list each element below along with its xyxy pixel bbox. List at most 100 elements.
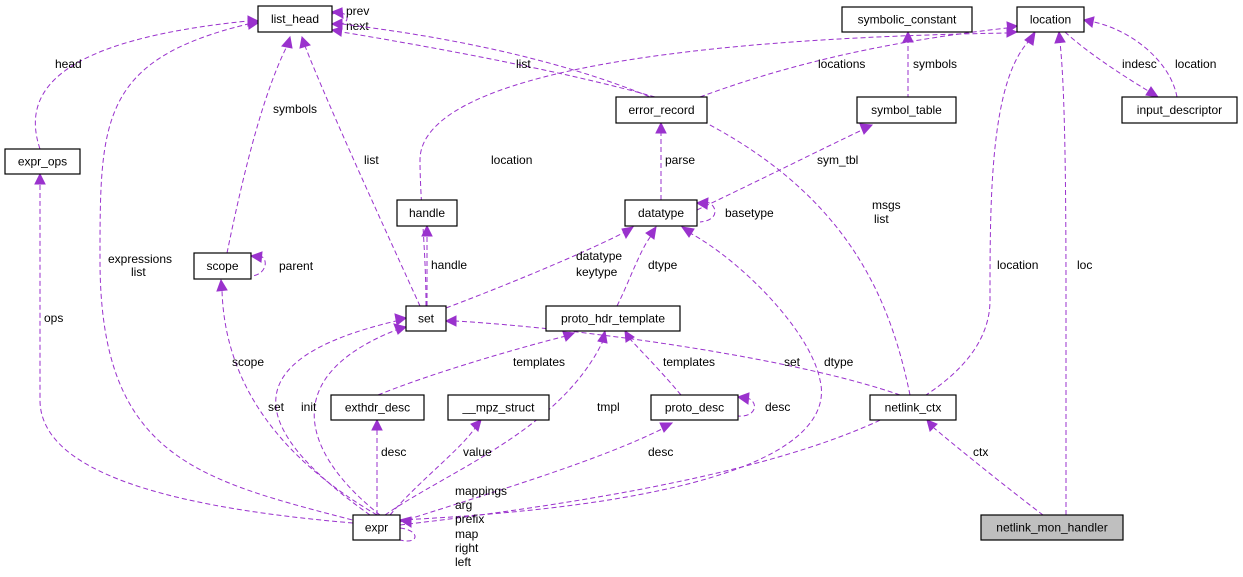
edge-label: init — [301, 400, 317, 414]
edge-line — [341, 23, 911, 396]
node-symbolic-constant[interactable]: symbolic_constant — [841, 6, 973, 33]
edge-label: left — [455, 555, 472, 569]
arrowhead-icon — [1054, 30, 1066, 44]
node-label: proto_desc — [665, 401, 724, 415]
edge-line — [699, 27, 1008, 98]
edges-layer: prevnextheadsymbolslistlistmsgslistexpre… — [34, 4, 1216, 569]
edge-label: desc — [381, 445, 406, 459]
node-proto-desc[interactable]: proto_desc — [650, 394, 739, 421]
edge-label: value — [463, 445, 492, 459]
node-label: __mpz_struct — [461, 401, 535, 415]
node-set[interactable]: set — [405, 305, 447, 332]
node-box — [1016, 6, 1085, 33]
node-netlink-ctx[interactable]: netlink_ctx — [869, 394, 957, 421]
node-expr-ops[interactable]: expr_ops — [4, 148, 81, 175]
edge-line — [933, 427, 1044, 516]
edge-label: keytype — [576, 265, 618, 279]
arrowhead-icon — [695, 197, 709, 210]
node-box — [615, 96, 708, 124]
arrowhead-icon — [1006, 27, 1019, 38]
node-input-descriptor[interactable]: input_descriptor — [1121, 96, 1238, 124]
node-box — [257, 5, 333, 33]
node-expr[interactable]: expr — [352, 514, 401, 541]
arrowhead-icon — [621, 226, 635, 240]
edge-line — [696, 129, 863, 211]
arrowhead-icon — [216, 278, 228, 292]
edge-label: sym_tbl — [817, 153, 858, 167]
edge-expr_ops-to-list_head: head — [34, 15, 260, 150]
node-label: symbol_table — [871, 103, 942, 117]
edge-label: dtype — [648, 258, 678, 272]
node-box — [193, 252, 252, 280]
node-box — [856, 96, 957, 124]
edge-datatype-to-datatype: basetype — [695, 197, 774, 223]
edge-line — [39, 184, 354, 524]
edge-label: list — [131, 265, 146, 279]
arrowhead-icon — [249, 251, 263, 263]
node-label: error_record — [628, 103, 694, 117]
node-symbol-table[interactable]: symbol_table — [856, 96, 957, 124]
edge-line — [629, 338, 682, 396]
edge-line — [419, 32, 1008, 307]
node-datatype[interactable]: datatype — [624, 199, 698, 227]
node-handle[interactable]: handle — [396, 199, 458, 227]
node-location[interactable]: location — [1016, 6, 1085, 33]
edge-label: head — [55, 57, 82, 71]
edge-set-to-list_head: list — [299, 35, 421, 307]
edge-datatype-to-error_record: parse — [655, 121, 695, 200]
node-label: scope — [206, 259, 238, 273]
edge-expr-to-exthdr_desc: desc — [371, 418, 406, 515]
edge-netlink_mon_handler-to-netlink_ctx: ctx — [926, 419, 1044, 516]
edge-expr-to-scope: scope — [216, 278, 378, 516]
node-list-head[interactable]: list_head — [257, 5, 333, 33]
node-netlink-mon-handler[interactable]: netlink_mon_handler — [980, 514, 1124, 541]
node-box — [545, 305, 681, 332]
edge-symbol_table-to-symbolic_constant: symbols — [902, 30, 957, 123]
node-box — [396, 199, 458, 227]
node-proto-hdr-template[interactable]: proto_hdr_template — [545, 305, 681, 332]
edge-error_record-to-list_head: list — [330, 26, 656, 98]
arrowhead-icon — [393, 323, 408, 335]
edge-exthdr_desc-to-proto_hdr_template: templates — [377, 331, 576, 396]
edge-label: ctx — [973, 445, 988, 459]
node-label: set — [418, 312, 435, 326]
edge-expr-to-datatype: dtype — [399, 226, 854, 521]
arrowhead-icon — [444, 315, 457, 327]
edge-proto_desc-to-proto_desc: desc — [736, 392, 790, 417]
edge-proto_desc-to-proto_hdr_template: templates — [624, 330, 715, 396]
edge-label: parse — [665, 153, 695, 167]
arrowhead-icon — [330, 7, 344, 19]
node-error-record[interactable]: error_record — [615, 96, 708, 124]
edge-label: ops — [44, 311, 63, 325]
arrowhead-icon — [1145, 86, 1160, 98]
arrowhead-icon — [34, 172, 46, 185]
arrowhead-icon — [1082, 16, 1095, 28]
arrowhead-icon — [902, 30, 914, 43]
node-label: datatype — [638, 206, 684, 220]
node-label: symbolic_constant — [858, 13, 957, 27]
edge-label: basetype — [725, 206, 774, 220]
edge-line — [304, 45, 421, 307]
node-label: list_head — [271, 12, 319, 26]
node-label: netlink_ctx — [885, 401, 942, 415]
node-box — [352, 514, 401, 541]
edge-expr-to-mpz_struct: value — [389, 419, 492, 516]
arrowhead-icon — [624, 330, 635, 343]
node-exthdr-desc[interactable]: exthdr_desc — [330, 394, 425, 421]
arrowhead-icon — [281, 35, 293, 49]
edge-expr-to-expr_ops: ops — [34, 172, 354, 524]
arrowhead-icon — [597, 329, 608, 344]
edge-label: templates — [513, 355, 565, 369]
edge-label: symbols — [913, 57, 957, 71]
node-scope[interactable]: scope — [193, 252, 252, 280]
edge-label: set — [268, 400, 285, 414]
edge-location-to-input_descriptor: indesc — [1064, 31, 1160, 98]
node-mpz-struct[interactable]: __mpz_struct — [447, 394, 550, 421]
arrowhead-icon — [736, 392, 750, 405]
node-label: netlink_mon_handler — [996, 521, 1107, 535]
